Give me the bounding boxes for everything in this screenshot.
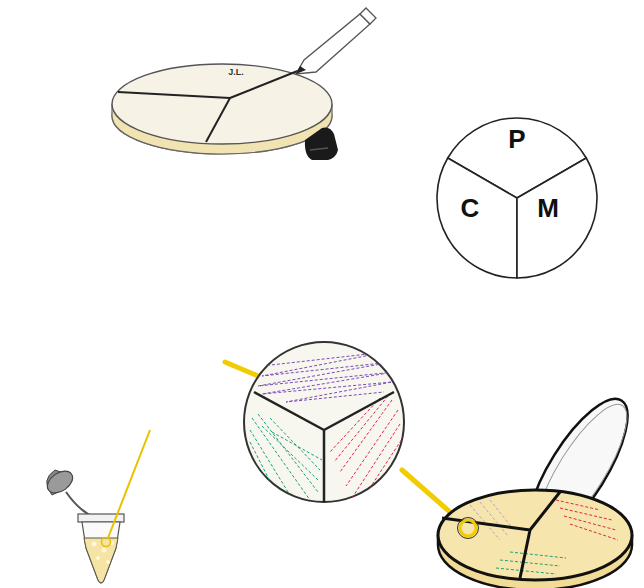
- inoculating-loop: [102, 430, 151, 547]
- sector-outline: [437, 118, 597, 278]
- petri-dish-open: [438, 386, 644, 588]
- microcentrifuge-tube: [43, 467, 124, 583]
- sector-letter: P: [508, 126, 525, 152]
- sector-shape: [437, 158, 517, 278]
- sector-shape: [448, 118, 587, 198]
- sector-shape: [517, 158, 597, 278]
- plate-sector: P: [437, 118, 597, 278]
- sector-outline: [437, 118, 597, 278]
- marker-pen: [296, 8, 376, 74]
- sector-letter: M: [537, 195, 559, 221]
- plate-sector: C: [437, 118, 597, 278]
- plate-sector: M: [437, 118, 597, 278]
- pen-cap: [305, 128, 338, 160]
- petri-dish-labelled: [112, 64, 332, 154]
- sector-outline: [437, 118, 597, 278]
- zoom-view: [225, 342, 466, 526]
- dish-initials: J.L.: [228, 68, 244, 77]
- sector-letter: C: [461, 195, 480, 221]
